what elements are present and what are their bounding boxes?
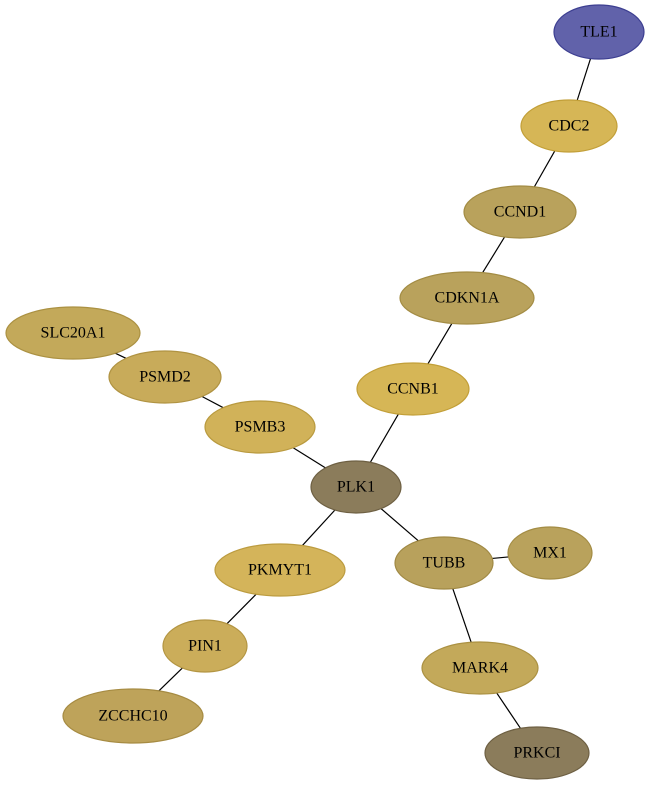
node-label: MARK4 [452, 660, 508, 677]
node-ellipse [310, 460, 402, 514]
node-label: PSMD2 [139, 369, 191, 386]
node-label: PSMB3 [235, 419, 286, 436]
node-label: ZCCHC10 [98, 708, 167, 725]
edge-mark4-prkci [496, 692, 521, 729]
node-plk1[interactable]: PLK1 [310, 460, 402, 514]
node-prkci[interactable]: PRKCI [484, 726, 590, 780]
edge-pin1-zcchc10 [158, 667, 183, 692]
edge-plk1-pkmyt1 [301, 509, 336, 546]
node-psmd2[interactable]: PSMD2 [108, 350, 222, 404]
node-tubb[interactable]: TUBB [394, 536, 494, 590]
node-label: CCND1 [494, 204, 546, 221]
node-label: PKMYT1 [248, 562, 312, 579]
node-slc20a1[interactable]: SLC20A1 [5, 306, 141, 360]
edge-plk1-tubb [380, 508, 419, 542]
node-ellipse [214, 543, 346, 597]
node-label: CDC2 [549, 118, 590, 135]
edge-tubb-mx1 [492, 556, 509, 560]
node-ellipse [162, 619, 248, 673]
node-ellipse [520, 99, 618, 153]
edge-ccnb1-plk1 [369, 413, 399, 463]
node-ellipse [62, 688, 204, 744]
node-ellipse [399, 271, 535, 325]
node-ellipse [463, 185, 577, 239]
node-label: PIN1 [188, 638, 222, 655]
node-tle1[interactable]: TLE1 [553, 4, 645, 60]
node-ellipse [394, 536, 494, 590]
node-cdkn1a[interactable]: CDKN1A [399, 271, 535, 325]
edge-ccnd1-cdkn1a [482, 236, 506, 274]
node-ccnd1[interactable]: CCND1 [463, 185, 577, 239]
node-zcchc10[interactable]: ZCCHC10 [62, 688, 204, 744]
node-ellipse [484, 726, 590, 780]
node-cdc2[interactable]: CDC2 [520, 99, 618, 153]
node-ellipse [5, 306, 141, 360]
node-ellipse [421, 641, 539, 695]
edge-cdc2-ccnd1 [533, 150, 556, 188]
node-mx1[interactable]: MX1 [507, 526, 593, 580]
node-label: MX1 [533, 545, 567, 562]
edge-psmb3-plk1 [292, 447, 326, 469]
edge-tle1-cdc2 [576, 58, 592, 101]
node-pin1[interactable]: PIN1 [162, 619, 248, 673]
edge-slc20a1-psmd2 [114, 352, 127, 359]
edge-tubb-mark4 [452, 588, 472, 643]
node-label: CDKN1A [435, 290, 500, 307]
node-ellipse [356, 362, 470, 416]
node-ccnb1[interactable]: CCNB1 [356, 362, 470, 416]
node-label: PLK1 [337, 479, 375, 496]
node-ellipse [507, 526, 593, 580]
node-psmb3[interactable]: PSMB3 [204, 400, 316, 454]
node-ellipse [204, 400, 316, 454]
node-mark4[interactable]: MARK4 [421, 641, 539, 695]
node-ellipse [553, 4, 645, 60]
node-label: TUBB [423, 555, 466, 572]
edge-psmd2-psmb3 [201, 395, 224, 409]
node-pkmyt1[interactable]: PKMYT1 [214, 543, 346, 597]
node-ellipse [108, 350, 222, 404]
edge-pkmyt1-pin1 [226, 593, 257, 625]
node-label: PRKCI [513, 745, 560, 762]
edges-layer [114, 58, 592, 729]
edge-cdkn1a-ccnb1 [427, 323, 453, 365]
node-label: SLC20A1 [41, 325, 106, 342]
node-label: TLE1 [580, 24, 617, 41]
node-label: CCNB1 [387, 381, 439, 398]
